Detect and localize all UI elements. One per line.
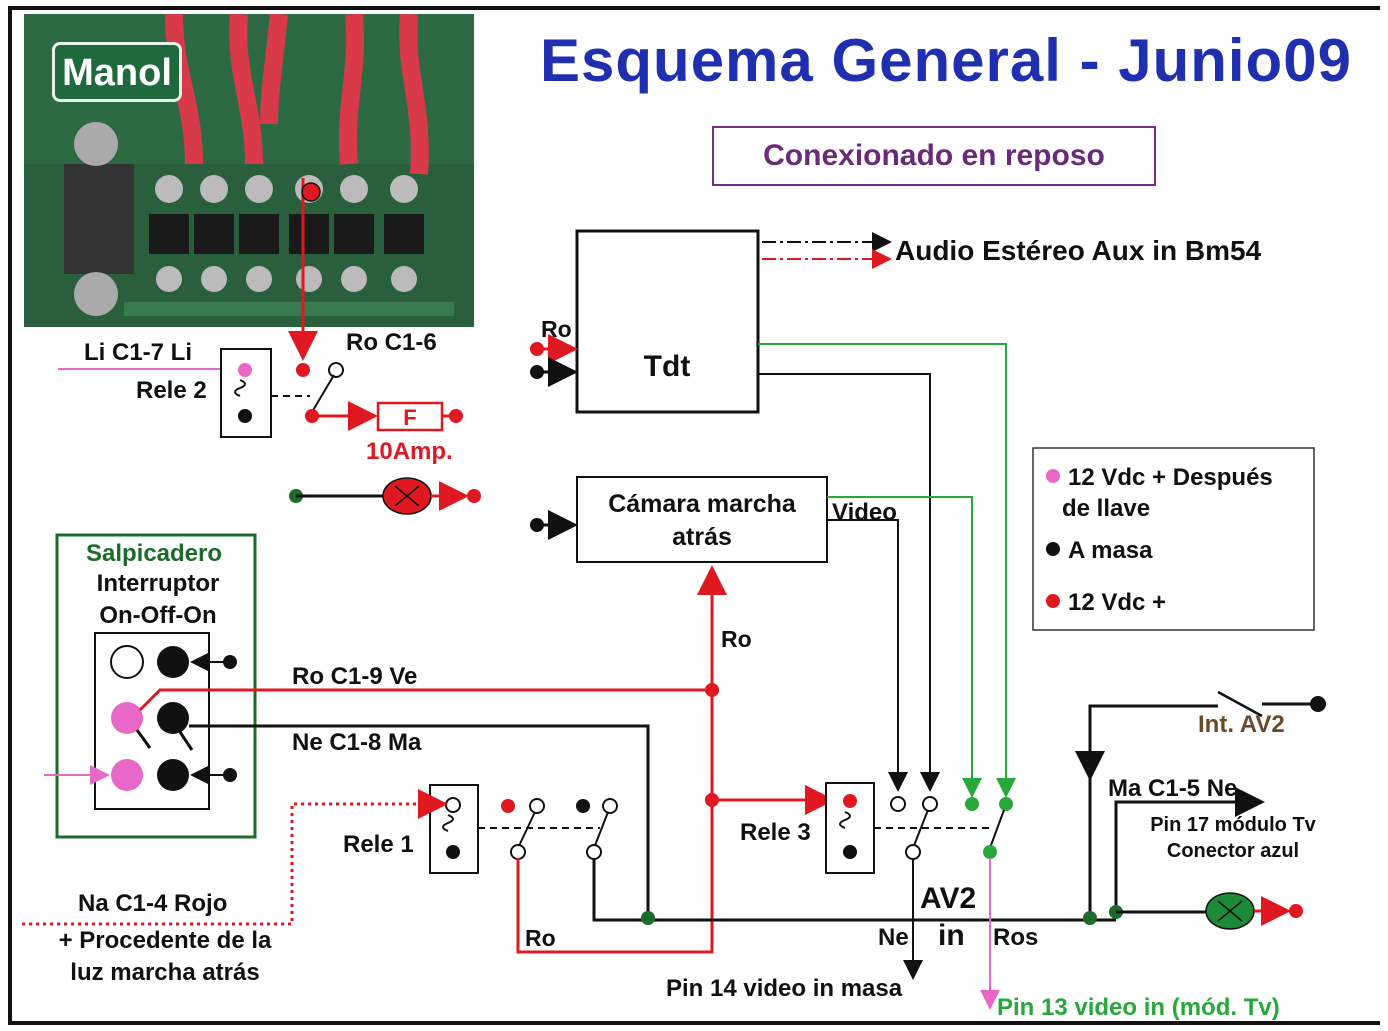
tdt-label: Tdt bbox=[644, 350, 691, 383]
page-title: Esquema General - Junio09 bbox=[540, 27, 1352, 94]
bottom-ro-label: Ro bbox=[525, 925, 556, 951]
rele2-label: Rele 2 bbox=[136, 377, 207, 404]
diagram-frame bbox=[8, 6, 1380, 1025]
subtitle-box: Conexionado en reposo bbox=[712, 126, 1156, 186]
camera-ro-label: Ro bbox=[721, 626, 752, 652]
audio-label: Audio Estéreo Aux in Bm54 bbox=[895, 235, 1262, 266]
pin14-label: Pin 14 video in masa bbox=[666, 975, 903, 1002]
legend-item-ground: A masa bbox=[1068, 537, 1153, 564]
pin13-label: Pin 13 video in (mód. Tv) bbox=[997, 994, 1280, 1021]
rele1-label: Rele 1 bbox=[343, 831, 414, 858]
legend-item-12v: 12 Vdc + bbox=[1068, 589, 1166, 616]
legend-box bbox=[1032, 447, 1315, 631]
ne-c18-label: Ne C1-8 Ma bbox=[292, 729, 422, 756]
video-label: Video bbox=[832, 499, 897, 526]
ro-c19-label: Ro C1-9 Ve bbox=[292, 663, 417, 690]
fuse-box-illustration bbox=[24, 14, 474, 327]
rele2-box bbox=[220, 348, 272, 438]
na-c14-label: Na C1-4 Rojo bbox=[78, 890, 227, 917]
amp-label: 10Amp. bbox=[366, 438, 453, 465]
salpicadero-label: Salpicadero bbox=[86, 540, 222, 567]
in-label: in bbox=[938, 919, 965, 952]
tdt-ro-label: Ro bbox=[541, 316, 572, 342]
int-av2-label: Int. AV2 bbox=[1198, 711, 1285, 738]
fuse-box-photo: Manol bbox=[24, 14, 474, 327]
ros-label: Ros bbox=[993, 924, 1038, 951]
av2-label: AV2 bbox=[920, 882, 976, 915]
camera-box bbox=[576, 476, 828, 563]
fuse-box bbox=[376, 401, 444, 432]
tdt-box bbox=[575, 229, 760, 414]
li-c17-label: Li C1-7 Li bbox=[84, 339, 192, 366]
rele3-label: Rele 3 bbox=[740, 819, 811, 846]
ne-label: Ne bbox=[878, 924, 909, 951]
fuse-label: F bbox=[403, 405, 416, 430]
ma-c15-label: Ma C1-5 Ne bbox=[1108, 775, 1237, 802]
ro-c16-label: Ro C1-6 bbox=[346, 329, 437, 356]
salpicadero-panel bbox=[55, 533, 257, 839]
manol-logo: Manol bbox=[52, 42, 182, 102]
